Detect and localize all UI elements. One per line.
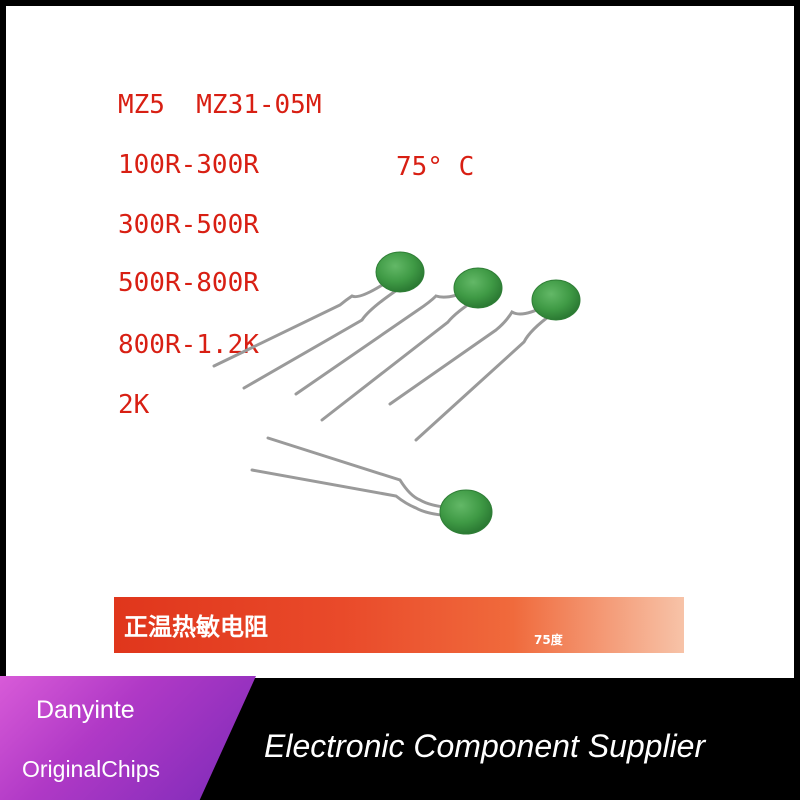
brand-tagline: Electronic Component Supplier	[264, 728, 706, 764]
temperature-label: 75° C	[396, 152, 475, 182]
lead-wire	[250, 468, 452, 518]
model-numbers: MZ5 MZ31-05M	[118, 90, 322, 120]
product-photo-panel	[6, 6, 794, 678]
brand-line2: OriginalChips	[22, 756, 161, 782]
lead-wire	[212, 278, 392, 368]
banner-subtitle: 75度	[534, 633, 563, 647]
thermistor-body	[375, 251, 425, 293]
range-5: 2K	[118, 390, 150, 420]
lead-wire	[242, 286, 402, 390]
thermistor-body	[531, 279, 581, 321]
product-banner: 正温热敏电阻 75度	[114, 597, 684, 653]
banner-title: 正温热敏电阻	[124, 613, 268, 641]
range-2: 300R-500R	[118, 210, 259, 240]
thermistor-body	[439, 489, 493, 535]
thermistor-body	[453, 267, 503, 309]
lead-wire	[388, 304, 547, 406]
brand-name: Danyinte	[36, 696, 135, 724]
range-1: 100R-300R	[118, 150, 259, 180]
lead-wire	[266, 436, 454, 510]
range-3: 500R-800R	[118, 268, 259, 298]
